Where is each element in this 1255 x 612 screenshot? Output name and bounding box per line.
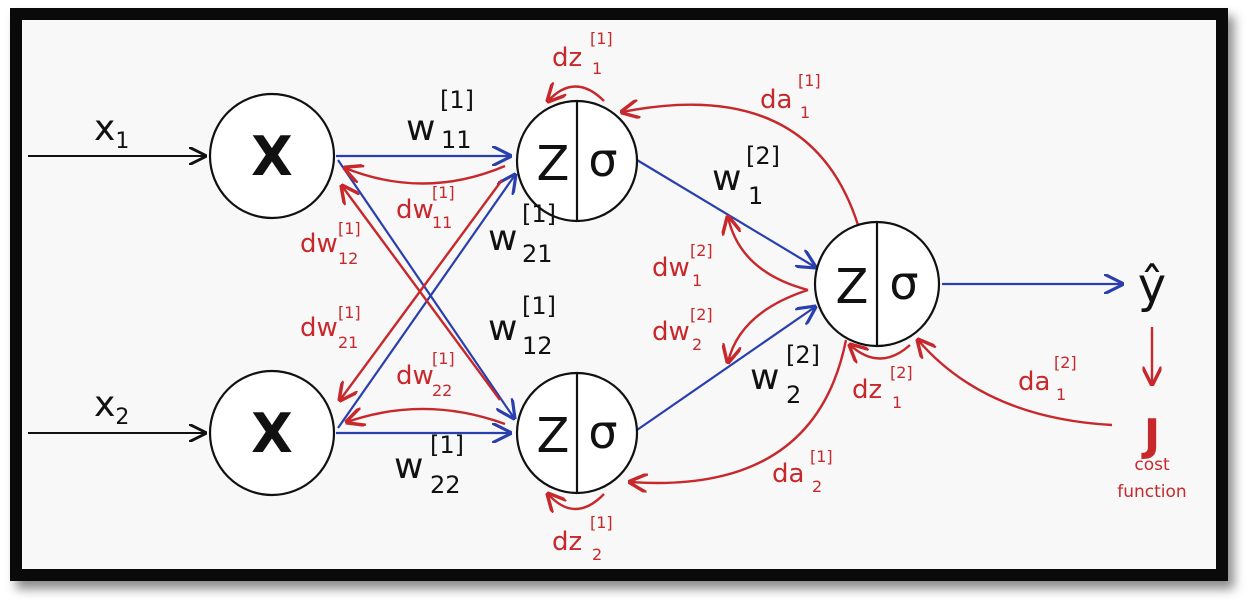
edge-dw12-back xyxy=(342,186,501,401)
grad-label-da1-2: da [2] 1 xyxy=(1018,345,1085,404)
edge-dw2-2 xyxy=(728,288,809,362)
edge-w12 xyxy=(337,159,514,418)
cost-caption-line1: cost xyxy=(1134,455,1170,475)
neuron-sigma-label: σ xyxy=(588,133,617,187)
grad-label-dw12: dw [1] 12 xyxy=(300,211,369,268)
edge-dz1-2 xyxy=(850,345,911,359)
grad-label-da1-1: da [1] 1 xyxy=(760,63,829,122)
multiply-symbol: X xyxy=(251,402,293,465)
backward-edges xyxy=(340,87,1152,510)
weight-label-w12: w [1] 12 xyxy=(488,282,567,360)
grad-label-dw11: dw [1] 11 xyxy=(396,175,463,232)
edge-dw21-back xyxy=(340,179,503,400)
edge-da1-2 xyxy=(918,340,1113,427)
cost-symbol: J xyxy=(1141,410,1160,461)
output-yhat: ŷ xyxy=(1138,258,1166,314)
edge-da2-1 xyxy=(630,339,848,483)
neuron-1-2: Z σ xyxy=(515,371,639,495)
neuron-sigma-label: σ xyxy=(588,405,617,459)
grad-label-dw1-2: dw [2] 1 xyxy=(652,233,721,290)
grad-label-da2-1: da [1] 2 xyxy=(772,439,841,496)
weight-label-w1-2: w [2] 1 xyxy=(712,132,791,210)
edge-dw1-2 xyxy=(728,217,809,292)
grad-label-dz1-1: dz [1] 1 xyxy=(552,21,621,78)
neuron-2-1: Z σ xyxy=(813,220,941,348)
grad-label-dz2-1: dz [1] 2 xyxy=(552,505,621,564)
multiply-node-1: X xyxy=(208,92,336,220)
neuron-1-1: Z σ xyxy=(515,99,639,223)
grad-label-dw22: dw [1] 22 xyxy=(396,341,463,400)
multiply-node-2: X xyxy=(208,369,336,497)
multiply-symbol: X xyxy=(251,125,293,188)
weight-label-w21: w [1] 21 xyxy=(488,190,567,268)
input-label-x2: x2 xyxy=(94,384,129,430)
edge-dz2-1 xyxy=(548,494,605,509)
neuron-z-label: Z xyxy=(537,408,570,464)
neuron-z-label: Z xyxy=(836,259,869,315)
input-label-x1: x1 xyxy=(94,108,129,154)
grad-label-dw2-2: dw [2] 2 xyxy=(652,297,721,354)
edge-dw22 xyxy=(347,409,506,424)
edge-w2-2 xyxy=(636,307,815,431)
weight-label-w11: w [1] 11 xyxy=(406,76,485,154)
grad-label-dw21: dw [1] 21 xyxy=(300,295,369,352)
neuron-z-label: Z xyxy=(537,136,570,192)
grad-label-dz1-2: dz [2] 1 xyxy=(852,355,921,412)
weight-label-w2-2: w [2] 2 xyxy=(750,331,831,409)
neuron-sigma-label: σ xyxy=(889,256,918,310)
cost-caption-line2: function xyxy=(1117,482,1186,502)
weight-label-w22: w [1] 22 xyxy=(394,421,475,499)
edge-dw11 xyxy=(345,166,506,185)
edge-da1-1 xyxy=(622,105,860,226)
edge-dz1-1 xyxy=(548,87,605,102)
